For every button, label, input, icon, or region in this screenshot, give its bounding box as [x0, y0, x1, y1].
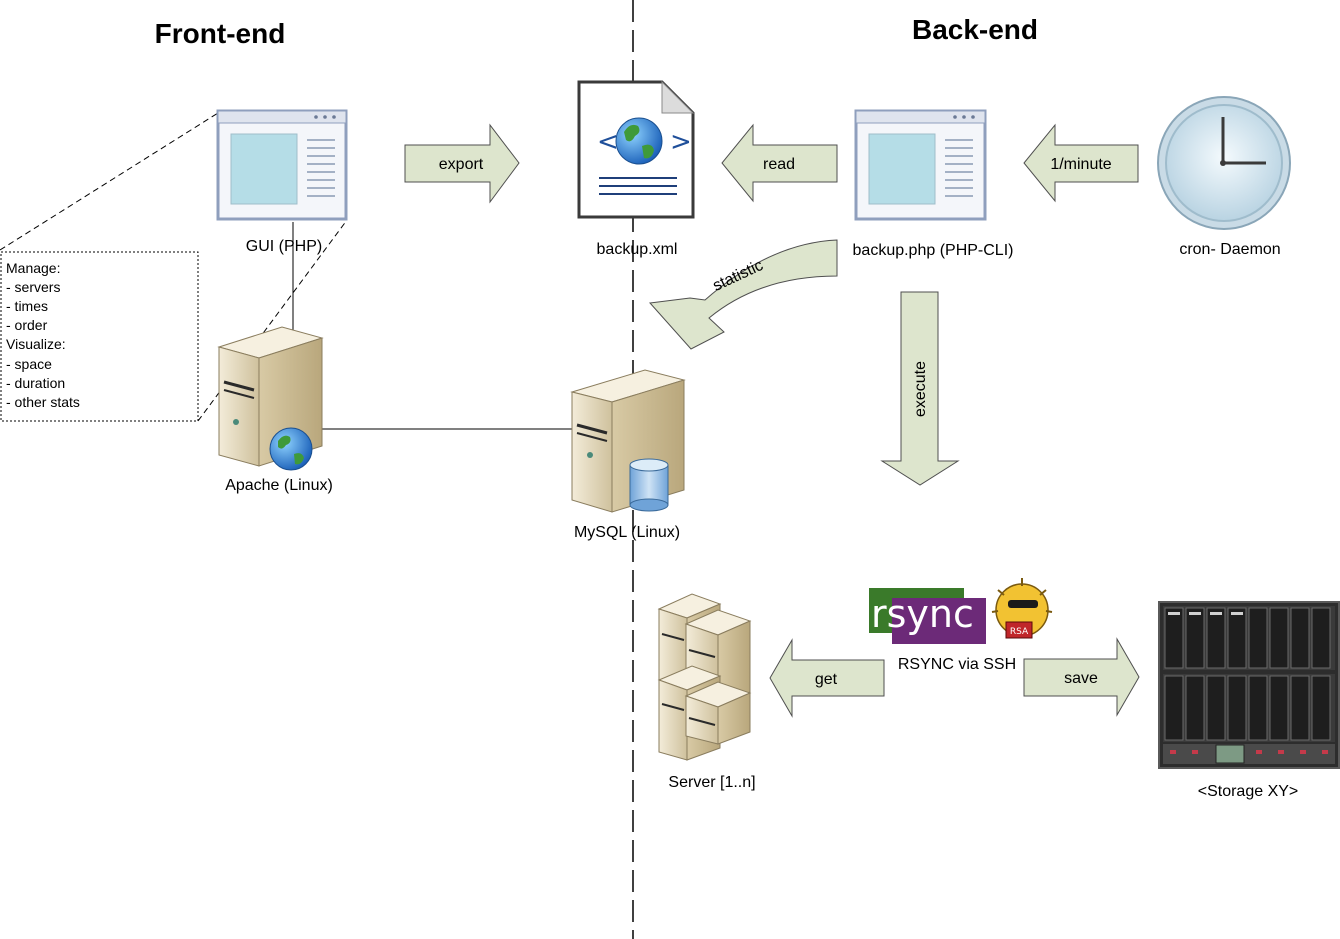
gui-window-icon	[216, 109, 348, 221]
rsync-logo-text: rsync	[871, 592, 974, 636]
web-globe-icon	[269, 427, 313, 471]
note-line: - order	[6, 317, 48, 333]
export-arrow: export	[404, 123, 520, 204]
angle-bracket-right-icon: >	[670, 127, 692, 157]
statistic-arrow: statistic	[648, 239, 838, 350]
xml-document-icon: < >	[577, 80, 695, 219]
export-arrow-label: export	[439, 156, 484, 173]
callout-line-top	[0, 112, 219, 251]
rsa-badge-text: RSA	[1010, 627, 1029, 637]
per-minute-arrow: 1/minute	[1023, 123, 1139, 203]
save-arrow-label: save	[1064, 670, 1098, 687]
note-line: - other stats	[6, 394, 80, 410]
apache-label: Apache (Linux)	[225, 477, 333, 494]
note-line: Manage:	[6, 260, 60, 276]
backup-php-label: backup.php (PHP-CLI)	[853, 242, 1014, 259]
globe-icon	[615, 117, 663, 165]
execute-arrow: execute	[880, 291, 960, 486]
backup-php-window-icon	[854, 109, 987, 221]
note-line: - duration	[6, 375, 65, 391]
storage-label: <Storage XY>	[1198, 783, 1299, 800]
read-arrow: read	[721, 123, 838, 203]
openssh-pufferfish-icon: RSA	[991, 578, 1053, 639]
rsync-logo-icon: rsync	[869, 588, 986, 644]
server-cluster-icon	[657, 593, 752, 761]
read-arrow-label: read	[763, 156, 795, 173]
get-arrow-label: get	[815, 671, 838, 688]
gui-label: GUI (PHP)	[246, 238, 322, 255]
cron-label: cron- Daemon	[1179, 241, 1280, 258]
save-arrow: save	[1023, 637, 1140, 717]
servers-label: Server [1..n]	[668, 774, 755, 791]
note-line: Visualize:	[6, 336, 66, 352]
clock-icon	[1157, 96, 1291, 230]
backend-heading: Back-end	[912, 14, 1038, 45]
note-line: - times	[6, 298, 48, 314]
get-arrow: get	[769, 638, 885, 718]
mysql-label: MySQL (Linux)	[574, 524, 680, 541]
angle-bracket-left-icon: <	[597, 127, 619, 157]
database-icon	[629, 458, 669, 512]
per-minute-arrow-label: 1/minute	[1050, 156, 1111, 173]
note-line: - servers	[6, 279, 60, 295]
frontend-heading: Front-end	[155, 18, 286, 49]
apache-server-icon	[217, 326, 324, 471]
feature-note: Manage: - servers - times - order Visual…	[0, 251, 199, 422]
note-line: - space	[6, 356, 52, 372]
execute-arrow-label: execute	[912, 361, 929, 417]
mysql-server-icon	[570, 369, 686, 513]
storage-enclosure-icon	[1158, 601, 1340, 769]
rsync-label: RSYNC via SSH	[898, 656, 1016, 673]
backup-xml-label: backup.xml	[597, 241, 678, 258]
